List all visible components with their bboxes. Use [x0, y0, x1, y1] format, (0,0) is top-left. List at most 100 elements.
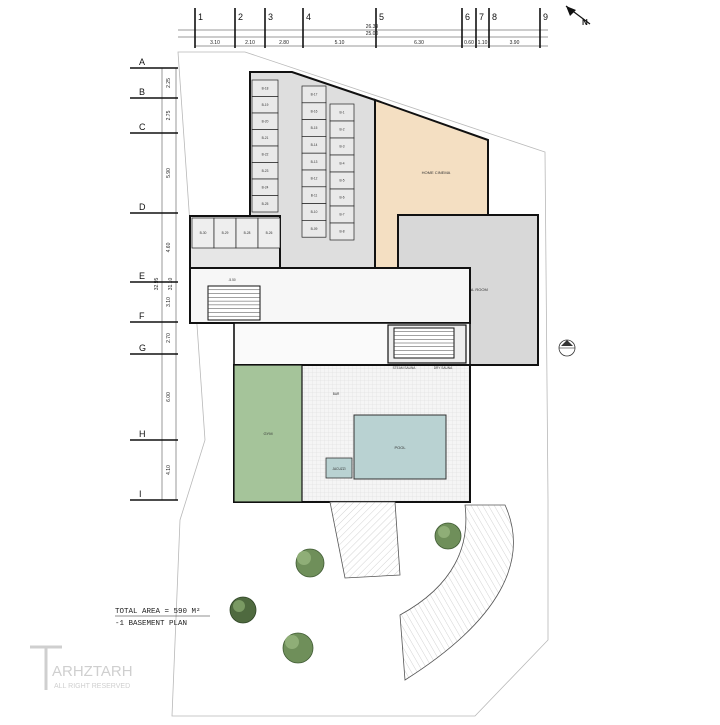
storage-unit-label: B-21: [262, 136, 269, 140]
gym-room: [233, 364, 303, 503]
overall-dimension: 31.10: [168, 278, 174, 291]
tree: [295, 548, 325, 578]
span-dimension: 2.80: [279, 40, 289, 46]
span-dimension: 4.60: [166, 242, 172, 252]
span-dimension: 6.00: [166, 392, 172, 402]
column-grid-label: 8: [492, 12, 497, 22]
logo-name: ARHZTARH: [52, 663, 133, 680]
north-arrow-icon: N: [565, 5, 591, 27]
storage-unit-label: B-28: [244, 231, 251, 235]
stairs-west: [207, 285, 261, 321]
column-grid-label: 5: [379, 12, 384, 22]
span-dimension: 2.25: [166, 78, 172, 88]
column-grid-label: 2: [238, 12, 243, 22]
storage-unit-label: B-18: [262, 86, 269, 90]
span-dimension: 0.60: [464, 40, 474, 46]
column-grid-label: 4: [306, 12, 311, 22]
storage-unit-label: B-13: [311, 160, 318, 164]
row-grid-label: D: [139, 202, 146, 212]
storage-unit-label: B-11: [311, 193, 318, 197]
storage-unit-label: B-24: [262, 185, 269, 189]
stairs-east: [393, 327, 455, 359]
plan-title: -1 BASEMENT PLAN: [115, 620, 187, 628]
stair-outline: [207, 285, 261, 321]
storage-unit-label: B-29: [222, 231, 229, 235]
pool: [353, 414, 447, 480]
storage-unit-label: B-17: [311, 93, 318, 97]
span-dimension: 6.30: [414, 40, 424, 46]
site-boundary: [171, 51, 549, 717]
storage-unit-label: B-16: [311, 109, 318, 113]
span-dimension: 3.10: [210, 40, 220, 46]
storage-unit: [301, 220, 327, 238]
span-dimension: 4.10: [166, 465, 172, 475]
storage-unit-label: B-4: [340, 162, 345, 166]
room-label: GYM: [263, 431, 272, 436]
span-dimension: 2.70: [166, 333, 172, 343]
storage-unit-label: B-5: [340, 179, 345, 183]
row-grid-label: C: [139, 122, 146, 132]
span-dimension: 5.10: [335, 40, 345, 46]
storage-unit-label: B-09: [311, 227, 318, 231]
north-label: N: [582, 18, 588, 27]
storage-unit-label: B-26: [266, 231, 273, 235]
row-grid: 32.95 31.10 A B C D E F G H I 2.25 2.75 5.90 4.60 3.1…: [130, 57, 178, 501]
tree: [229, 596, 257, 624]
total-area-caption: TOTAL AREA = 590 M²: [115, 607, 201, 616]
overall-dimension: 32.95: [154, 278, 160, 291]
room-label: STEAM SAUNA: [393, 366, 417, 370]
room-label: HOME CINEMA: [422, 170, 451, 175]
logo-tagline: ALL RIGHT RESERVED: [54, 683, 130, 690]
tree: [434, 522, 462, 550]
watermark-logo: ARHZTARH ALL RIGHT RESERVED: [30, 645, 133, 690]
row-grid-label: G: [139, 343, 146, 353]
column-grid-label: 7: [479, 12, 484, 22]
overall-dimension: 26.39: [366, 24, 379, 30]
curved-driveway: [399, 504, 514, 681]
storage-unit-label: B-2: [340, 128, 345, 132]
span-dimension: 2.75: [166, 110, 172, 120]
level-mark: -5.50: [228, 278, 235, 282]
row-grid-label: E: [139, 271, 145, 281]
row-grid-label: B: [139, 87, 145, 97]
storage-unit-label: B-6: [340, 196, 345, 200]
storage-unit: [329, 222, 355, 241]
row-grid-label: F: [139, 311, 145, 321]
span-dimension: 1.10: [478, 40, 488, 46]
storage-unit-label: B-25: [262, 202, 269, 206]
room-label: JACUZZI: [332, 467, 345, 471]
storage-unit-label: B-22: [262, 152, 269, 156]
storage-unit-label: B-20: [262, 119, 269, 123]
column-grid-label: 9: [543, 12, 548, 22]
room-label: BAR: [333, 392, 340, 396]
span-dimension: 5.90: [166, 168, 172, 178]
span-dimension: 2.10: [245, 40, 255, 46]
ramp: [329, 501, 401, 579]
room-label: POOL: [394, 445, 406, 450]
storage-unit-label: B-30: [200, 231, 207, 235]
room-label: DRY SAUNA: [434, 366, 453, 370]
column-grid-label: 6: [465, 12, 470, 22]
column-grid-label: 1: [198, 12, 203, 22]
storage-unit-label: B-7: [340, 213, 345, 217]
jacuzzi: [325, 457, 353, 479]
overall-dimension: 25.00: [366, 31, 379, 37]
storage-unit-label: B-12: [311, 177, 318, 181]
span-dimension: 3.10: [166, 297, 172, 307]
column-grid-label: 3: [268, 12, 273, 22]
span-dimension: 3.90: [510, 40, 520, 46]
row-grid-label: A: [139, 57, 145, 67]
storage-unit-label: B-19: [262, 103, 269, 107]
row-grid-label: I: [139, 489, 142, 499]
storage-units: B-18B-19B-20B-21B-22B-23B-24B-25 B-17B-16…: [191, 79, 355, 249]
section-marker-icon: [558, 339, 576, 357]
storage-unit-label: B-3: [340, 145, 345, 149]
storage-unit-label: B-15: [311, 126, 318, 130]
storage-unit-label: B-10: [311, 210, 318, 214]
storage-unit-label: B-23: [262, 169, 269, 173]
row-grid-label: H: [139, 429, 146, 439]
storage-unit: [251, 195, 279, 213]
